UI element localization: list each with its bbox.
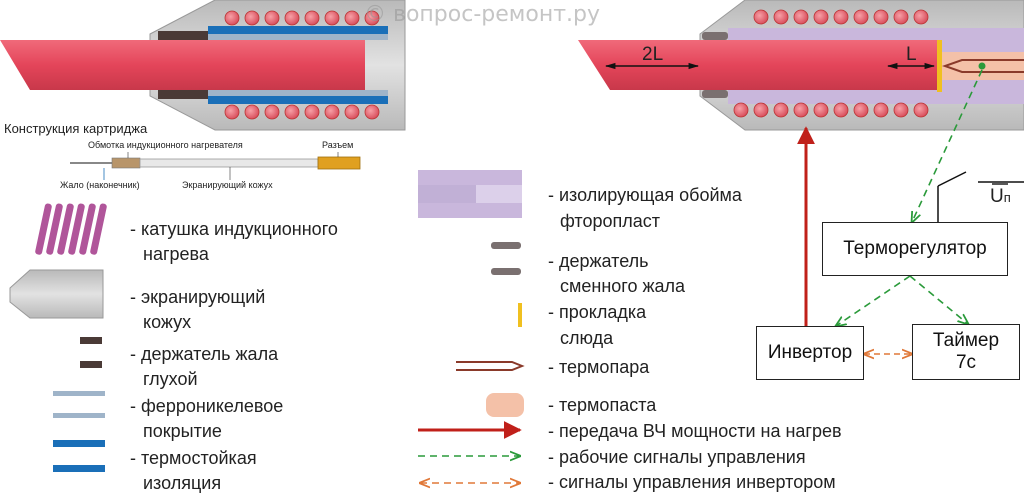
timer-duration: 7с (955, 352, 977, 373)
legend-swatch-removable-holder-top (491, 242, 521, 249)
supply-subscript: п (1003, 190, 1011, 205)
legend-inverter-signals-label: - сигналы управления инвертором (548, 472, 836, 492)
legend-shield-line1: - экранирующий (130, 287, 266, 307)
legend-insulation-line2: изоляция (143, 473, 222, 493)
legend-ferronickel-line1: - ферроникелевое (130, 396, 284, 416)
legend-swatch-removable-holder-bottom (491, 268, 521, 275)
legend-swatch-sleeve (418, 170, 522, 218)
legend-swatch-ferronickel-bottom (53, 413, 105, 418)
legend-hf-power-label: - передача ВЧ мощности на нагрев (548, 421, 842, 441)
legend-swatch-shield (9, 269, 104, 319)
legend-mica-line1: - прокладка (548, 302, 647, 322)
legend-holder-fixed-line2: глухой (143, 369, 198, 389)
dimension-l-label: L (906, 44, 917, 65)
insulation-top (208, 26, 388, 34)
legend-work-signals-label: - рабочие сигналы управления (548, 447, 806, 467)
regulator-to-timer-line (909, 275, 968, 324)
dimension-2l-label: 2L (642, 44, 664, 65)
cartridge-title: Конструкция картриджа (4, 121, 148, 136)
cartridge-coil (111, 157, 141, 169)
holder-removable-top (702, 32, 728, 40)
watermark: © вопрос-ремонт.ру (364, 2, 600, 27)
ferronickel-top (208, 34, 388, 40)
regulator-to-inverter-line (836, 275, 911, 326)
legend-coil-line2: нагрева (143, 244, 209, 264)
thermoregulator-label: Терморегулятор (843, 238, 987, 259)
coil-turns-bottom (224, 104, 380, 120)
supply-switch (937, 171, 1024, 222)
legend-swatch-mica (518, 303, 522, 327)
legend-shield-line2: кожух (143, 312, 192, 332)
holder-removable-bottom (702, 90, 728, 98)
holder-fixed-top (158, 31, 208, 40)
thermocouple-junction (978, 62, 986, 70)
insulation-bottom (208, 96, 388, 104)
legend-swatch-holder-bottom (80, 361, 102, 368)
fixed-tip-section (0, 0, 406, 131)
cartridge-connector (317, 156, 361, 170)
ferronickel-bottom (208, 90, 388, 96)
legend-swatch-paste (486, 393, 524, 417)
legend-removable-holder-line1: - держатель (548, 251, 649, 271)
legend-ferronickel-line2: покрытие (143, 421, 222, 441)
legend-paste-label: - термопаста (548, 395, 657, 415)
timer-label: Таймер (932, 330, 1000, 351)
legend-swatch-insulation-bottom (53, 465, 105, 472)
coil-turns-top (224, 10, 380, 26)
holder-fixed-bottom (158, 90, 208, 99)
legend-coil-line1: - катушка индукционного (130, 219, 338, 239)
thermocouple-wire (941, 59, 1024, 73)
legend-swatch-coil (35, 203, 107, 255)
removable-tip-body (578, 40, 940, 90)
legend-thermocouple-label: - термопара (548, 357, 650, 377)
legend-swatch-ferronickel-top (53, 391, 105, 396)
coil-turns-top-right (753, 9, 929, 25)
coil-turns-bottom-right (733, 102, 929, 118)
supply-voltage-label: Uп (990, 186, 1011, 209)
legend-sleeve-line2: фторопласт (560, 211, 660, 231)
supply-symbol: U (990, 186, 1004, 207)
mica-washer (937, 40, 942, 92)
cartridge-connector-label: Разъем (322, 140, 354, 150)
cartridge-tip-label: Жало (наконечник) (60, 180, 140, 190)
cartridge-sketch (70, 152, 361, 180)
inverter-box: Инвертор (756, 326, 864, 380)
thermoregulator-box: Терморегулятор (822, 222, 1008, 276)
legend-removable-holder-line2: сменного жала (560, 276, 686, 296)
inverter-label: Инвертор (767, 342, 853, 363)
legend-swatch-holder-top (80, 337, 102, 344)
tip-body (0, 40, 365, 90)
legend-insulation-line1: - термостойкая (130, 448, 257, 468)
cartridge-shield-label: Экранирующий кожух (182, 180, 273, 190)
cartridge-coil-label: Обмотка индукционного нагревателя (88, 140, 243, 150)
cartridge-shield (139, 158, 319, 168)
legend-holder-fixed-line1: - держатель жала (130, 344, 279, 364)
timer-box: Таймер 7с (912, 324, 1020, 380)
legend-mica-line2: слюда (560, 328, 614, 348)
legend-swatch-insulation-top (53, 440, 105, 447)
removable-tip-section (578, 0, 1024, 131)
legend-sleeve-line1: - изолирующая обойма (548, 185, 742, 205)
legend-swatch-thermocouple (456, 361, 525, 371)
thermocouple-signal-line (912, 69, 983, 222)
